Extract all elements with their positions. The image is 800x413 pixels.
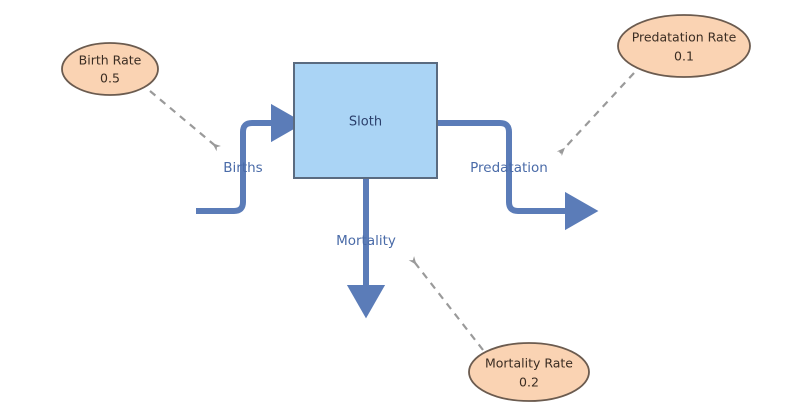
- flow-predatation-label: Predatation: [470, 160, 548, 176]
- aux-birth-rate-value: 0.5: [100, 71, 120, 86]
- aux-predatation-rate-ellipse: [617, 14, 751, 78]
- flow-births-pipe: [196, 103, 305, 214]
- connector-mortality-rate-to-mortality: [408, 256, 484, 351]
- stock-sloth[interactable]: Sloth: [293, 62, 438, 179]
- aux-mortality-rate-ellipse: [468, 342, 590, 402]
- connector-predatation-rate-to-predatation: [556, 72, 635, 157]
- aux-predatation-rate-label: Predatation Rate: [632, 30, 737, 45]
- flow-births[interactable]: Births: [196, 103, 305, 214]
- aux-predatation-rate[interactable]: Predatation Rate 0.1: [617, 14, 751, 78]
- aux-mortality-rate-label: Mortality Rate: [485, 356, 573, 371]
- aux-predatation-rate-value: 0.1: [674, 49, 694, 64]
- flow-births-label: Births: [223, 160, 262, 176]
- aux-birth-rate-label: Birth Rate: [79, 53, 142, 68]
- aux-birth-rate-ellipse: [61, 42, 159, 96]
- connector-birth-rate-to-births: [149, 90, 221, 152]
- aux-birth-rate[interactable]: Birth Rate 0.5: [61, 42, 159, 96]
- aux-mortality-rate-value: 0.2: [519, 375, 539, 390]
- stock-sloth-label: Sloth: [349, 115, 382, 130]
- flow-predatation[interactable]: Predatation: [437, 120, 599, 231]
- flow-predatation-pipe: [437, 120, 599, 231]
- flow-mortality[interactable]: Mortality: [336, 178, 396, 319]
- aux-mortality-rate[interactable]: Mortality Rate 0.2: [468, 342, 590, 402]
- flow-mortality-label: Mortality: [336, 233, 396, 249]
- stock-sloth-box: [293, 62, 438, 179]
